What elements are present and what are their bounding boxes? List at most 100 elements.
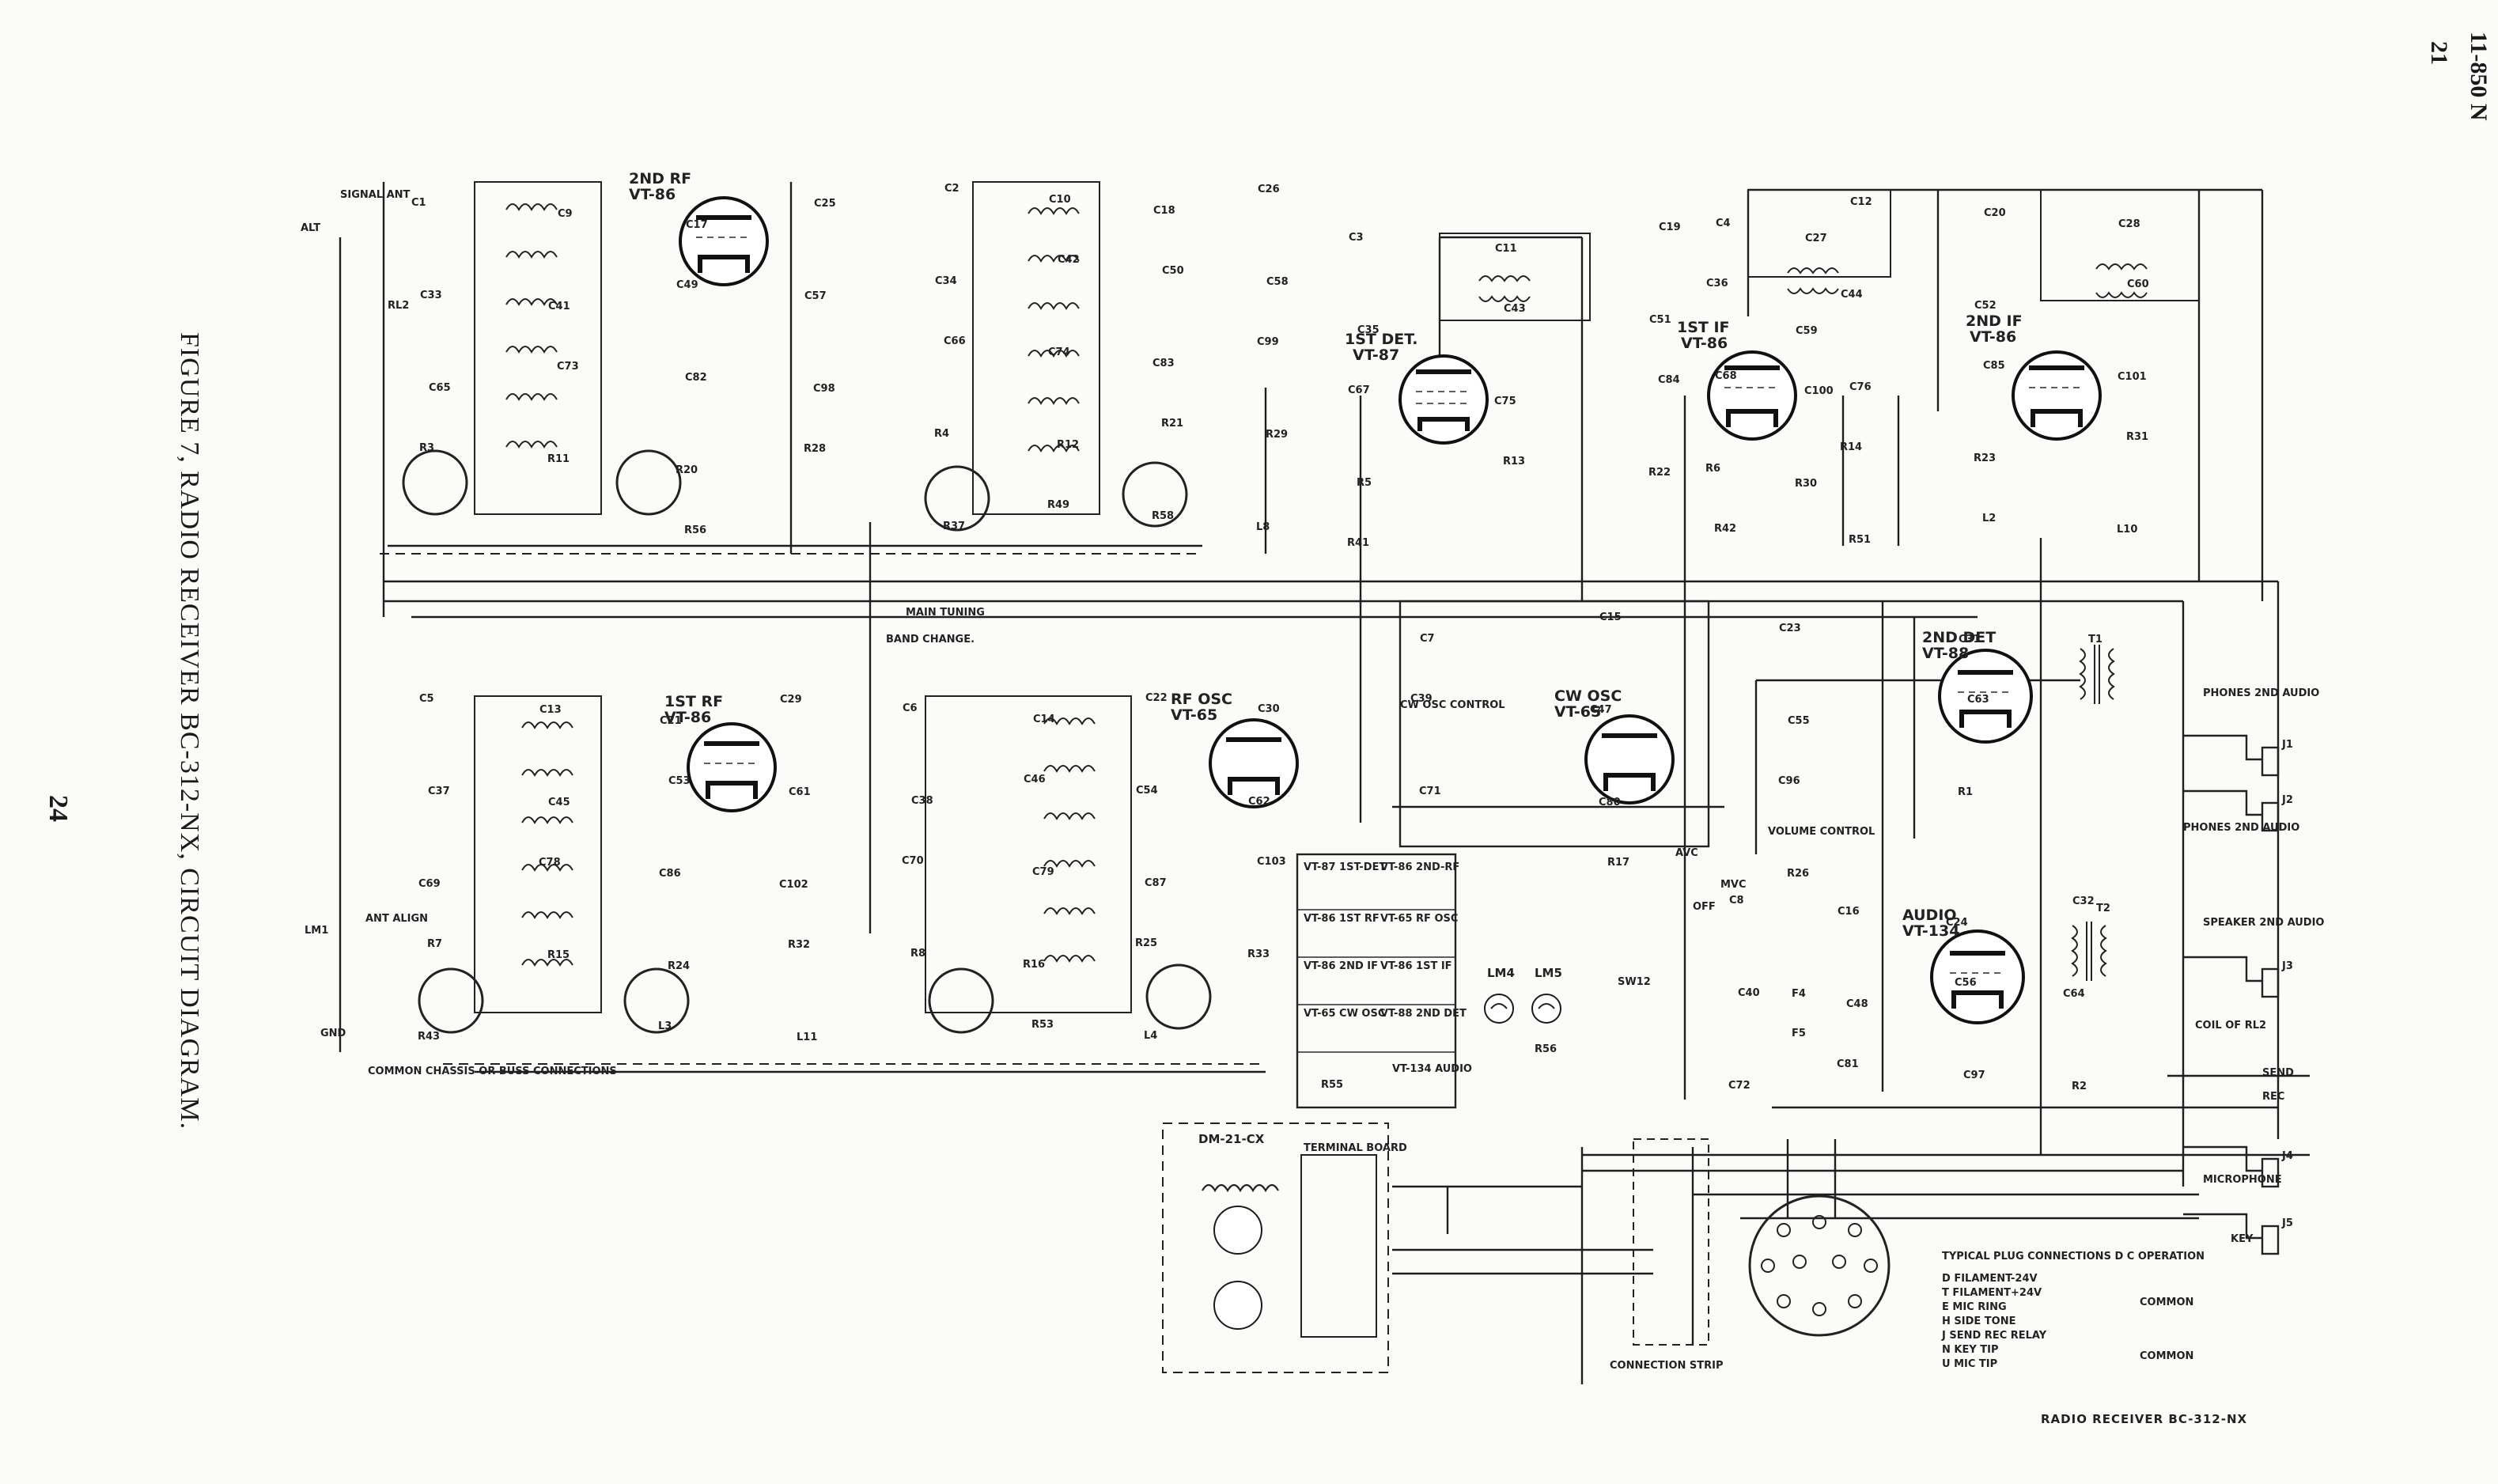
component-designator: C102 [779,879,808,891]
component-designator: C74 [1048,346,1070,358]
component-designator: C17 [686,219,708,231]
tube-table-r3c1: VT-88 2ND DET [1380,1008,1467,1020]
component-designator: C39 [1410,693,1433,705]
component-designator: L11 [797,1032,817,1043]
component-designator: C83 [1152,358,1175,369]
plug-legend-item: H SIDE TONE [1942,1316,2015,1327]
component-designator: R6 [1705,463,1720,475]
component-designator: R13 [1503,456,1525,468]
plug-connections-legend: TYPICAL PLUG CONNECTIONS D C OPERATION D… [1941,1251,2205,1370]
component-designator: R22 [1648,467,1671,479]
t1-label: T1 [2088,634,2102,645]
component-designator: C97 [1963,1069,1985,1081]
component-designator: C82 [685,372,707,384]
component-designator: C84 [1658,374,1680,386]
tube-1st-if: 1ST IF VT-86 [1677,319,1797,441]
if-transformers [1439,189,2200,321]
component-designator: C60 [2127,278,2149,290]
tube-2nd-if: 2ND IF VT-86 [1966,312,2102,441]
component-designator: C61 [789,786,811,798]
tube-2nd-det: 2ND DET VT-88 [1922,629,2033,744]
rec-label: REC [2262,1091,2284,1103]
volume-control-label: VOLUME CONTROL [1768,826,1875,838]
component-designator: C99 [1257,336,1279,348]
tube-name-2nd-if: 2ND IF [1966,312,2023,330]
j4-label: J4 [2281,1150,2293,1162]
coil-bank-1st-rf [418,695,690,1034]
plug-legend-item: D FILAMENT-24V [1942,1273,2038,1285]
component-designator: R53 [1031,1019,1054,1031]
component-designator: C4 [1716,218,1731,229]
component-designator: C79 [1032,866,1054,878]
component-designator: R7 [427,938,442,950]
component-designator: C45 [548,797,570,808]
plug-legend-item: N KEY TIP [1942,1344,1999,1356]
component-designator: R41 [1347,537,1369,549]
component-designator: C68 [1715,370,1737,382]
component-designator: C40 [1738,987,1760,999]
component-designator: C64 [2063,988,2085,1000]
component-designator: C98 [813,383,835,395]
component-designator: C41 [548,301,570,312]
component-designator: C37 [428,786,450,797]
component-labels: SIGNAL ANT ALT RL2 GND LM1 ANT ALIGN COM… [301,189,2324,1245]
component-designator: C14 [1033,714,1055,725]
tm-page-number: 21 [2426,41,2452,65]
component-designator: C34 [935,275,957,287]
tube-rf-osc: RF OSC VT-65 [1171,691,1299,808]
tube-type-1st-rf: VT-86 [664,709,711,726]
plug-legend-item: T FILAMENT+24V [1942,1287,2042,1299]
tube-name-2nd-rf: 2ND RF [629,170,691,187]
tube-name-1st-if: 1ST IF [1677,319,1730,336]
coil-bank-1st-det [924,181,1188,532]
component-designator: C87 [1145,877,1167,889]
component-designator: C31 [1959,634,1981,645]
footer-title: RADIO RECEIVER BC-312-NX [2041,1412,2248,1426]
component-designator: C3 [1349,232,1364,244]
component-designator: C85 [1983,360,2005,372]
component-designator: C62 [1248,796,1270,808]
cw-osc-control-label: CW OSC CONTROL [1400,699,1505,711]
component-designator: C42 [1058,254,1080,266]
component-designator: R29 [1266,429,1288,441]
phones-2-label: PHONES 2ND AUDIO [2183,822,2299,834]
component-designator: R42 [1714,523,1736,535]
component-designator: R20 [676,464,698,476]
coil-bank-2nd-rf [402,181,682,516]
component-designator: R23 [1974,452,1996,464]
component-designator: C20 [1984,207,2006,219]
j3-label: J3 [2281,960,2293,972]
component-designator: R32 [788,939,810,951]
f5-label: F5 [1792,1028,1806,1039]
tube-type-2nd-det: VT-88 [1922,645,1969,662]
component-designator: R58 [1152,510,1174,522]
phones-1-label: PHONES 2ND AUDIO [2203,687,2319,699]
component-designator: C35 [1357,324,1380,336]
component-designator: C25 [814,198,836,210]
tube-type-2nd-if: VT-86 [1970,328,2016,346]
component-designator: C75 [1494,396,1516,407]
component-designator: R4 [934,428,949,440]
connection-strip: CONNECTION STRIP [1610,1138,1724,1372]
component-designator: C33 [420,290,442,301]
component-designator: R37 [943,521,965,532]
component-designator: C16 [1838,906,1860,918]
gnd-label: GND [320,1028,346,1039]
component-designator: R14 [1840,441,1862,453]
tube-name-1st-det: 1ST DET. [1345,331,1418,348]
component-designator: C26 [1258,184,1280,195]
plug-legend-item: E MIC RING [1942,1301,2007,1313]
figure-caption: FIGURE 7, RADIO RECEIVER BC-312-NX, CIRC… [175,332,204,1130]
component-designator: C50 [1162,265,1184,277]
component-designator: C21 [660,715,682,727]
component-designator: C23 [1779,623,1801,634]
t2-label: T2 [2096,903,2110,914]
component-designator: R15 [547,949,570,961]
plug-legend-common-1: COMMON [2140,1297,2193,1308]
dynamotor-label: DM-21-CX [1198,1132,1265,1146]
send-label: SEND [2262,1067,2294,1079]
dynamotor-box: DM-21-CX TERMINAL BOARD [1162,1122,1407,1373]
main-tuning-label: MAIN TUNING [906,607,985,619]
component-designator: C66 [944,335,966,347]
